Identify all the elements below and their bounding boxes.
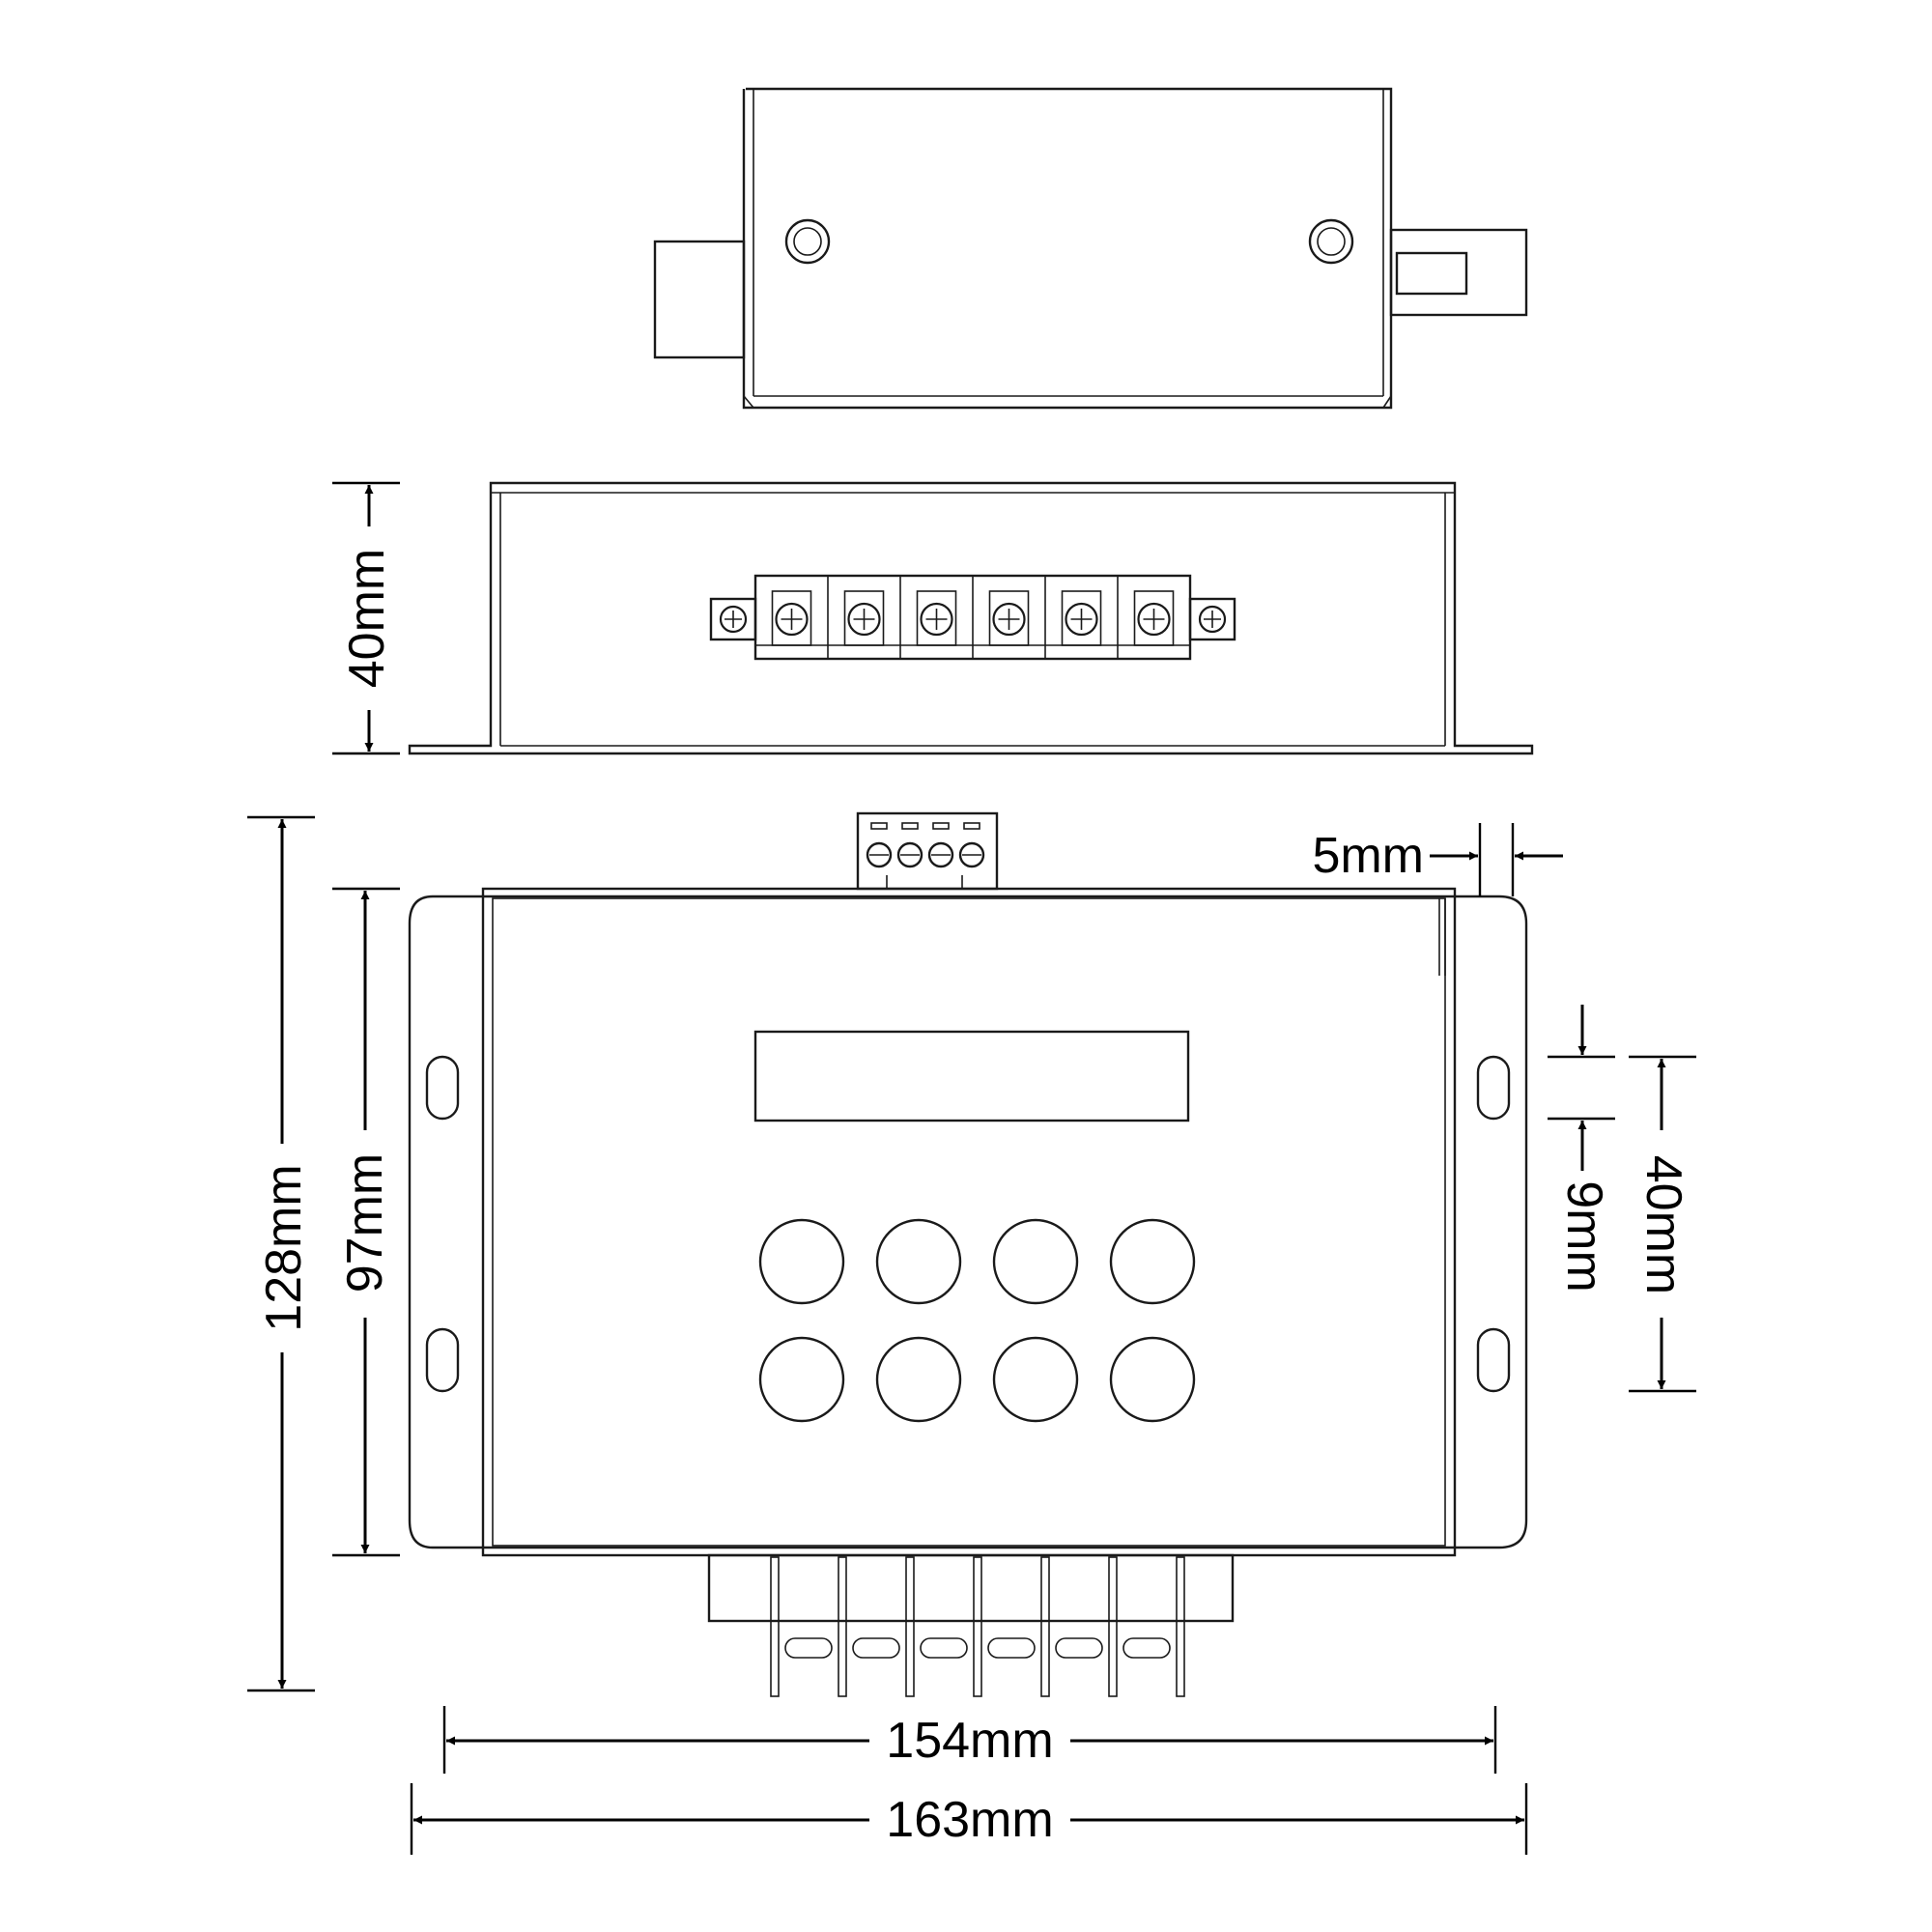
dimension-overall-height: 128mm	[247, 815, 315, 1692]
connector-pin-icon	[958, 841, 985, 868]
dimension-overall-width: 163mm	[410, 1783, 1528, 1855]
lcd-display	[753, 1030, 1190, 1122]
control-button	[758, 1336, 845, 1423]
terminal-slot	[1122, 1637, 1171, 1659]
dim-label-slot-spacing: 40mm	[1635, 1155, 1691, 1294]
connector-pin-marker	[963, 822, 980, 830]
dim-label-tab-width: 5mm	[1312, 828, 1424, 884]
side-end-screw-right	[1198, 605, 1227, 634]
mounting-hole-left	[784, 218, 831, 265]
terminal-cell	[1117, 576, 1175, 659]
dimension-tab-width: 5mm	[1312, 823, 1563, 896]
dim-label-body-width: 154mm	[886, 1713, 1053, 1769]
slot-left-bottom	[425, 1327, 460, 1393]
terminal-pin	[1176, 1556, 1185, 1697]
terminal-pin	[1040, 1556, 1050, 1697]
connector-pin-icon	[927, 841, 954, 868]
terminal-cell	[771, 590, 812, 646]
dim-label-slot-height: 9mm	[1556, 1180, 1612, 1293]
side-view	[408, 481, 1534, 755]
control-button	[1109, 1336, 1196, 1423]
terminal-pin	[770, 1556, 780, 1697]
terminal-pin	[838, 1556, 847, 1697]
mounting-hole-right	[1308, 218, 1354, 265]
control-button	[875, 1218, 962, 1305]
terminal-slot	[784, 1637, 833, 1659]
terminal-block	[771, 576, 1175, 659]
top-view	[653, 87, 1528, 410]
terminal-cell	[827, 576, 885, 659]
terminal-slot	[987, 1637, 1036, 1659]
side-end-screw-left	[719, 605, 748, 634]
dimension-side-height: 40mm	[332, 481, 400, 755]
dimension-slot-height: 9mm	[1548, 1005, 1615, 1293]
connector-pin-marker	[901, 822, 919, 830]
button-grid	[758, 1218, 1196, 1423]
control-button	[1109, 1218, 1196, 1305]
top-connector	[856, 811, 999, 891]
terminal-pin	[1108, 1556, 1118, 1697]
terminal-cell	[972, 576, 1030, 659]
slot-right-bottom	[1476, 1327, 1511, 1393]
front-view	[408, 811, 1528, 1697]
connector-pin-icon	[866, 841, 893, 868]
dim-label-overall-height: 128mm	[256, 1164, 312, 1331]
terminal-cell	[899, 576, 957, 659]
control-button	[992, 1336, 1079, 1423]
terminal-pin	[973, 1556, 982, 1697]
dim-label-side-height: 40mm	[339, 549, 395, 688]
dimension-body-height: 97mm	[332, 887, 400, 1557]
terminal-pin	[905, 1556, 915, 1697]
terminal-cell	[1044, 576, 1102, 659]
terminal-slot	[920, 1637, 968, 1659]
connector-pin-marker	[870, 822, 888, 830]
control-button	[758, 1218, 845, 1305]
connector-pin-icon	[896, 841, 923, 868]
dimension-body-width: 154mm	[442, 1706, 1497, 1774]
terminal-slot	[1055, 1637, 1103, 1659]
slot-left-top	[425, 1055, 460, 1121]
dim-label-body-height: 97mm	[337, 1153, 393, 1293]
terminal-slot	[852, 1637, 900, 1659]
bottom-terminal-block	[707, 1553, 1235, 1697]
control-button	[875, 1336, 962, 1423]
dimension-slot-spacing: 40mm	[1629, 1055, 1696, 1393]
slot-right-top	[1476, 1055, 1511, 1121]
control-button	[992, 1218, 1079, 1305]
dim-label-overall-width: 163mm	[886, 1792, 1053, 1848]
connector-pin-marker	[932, 822, 950, 830]
